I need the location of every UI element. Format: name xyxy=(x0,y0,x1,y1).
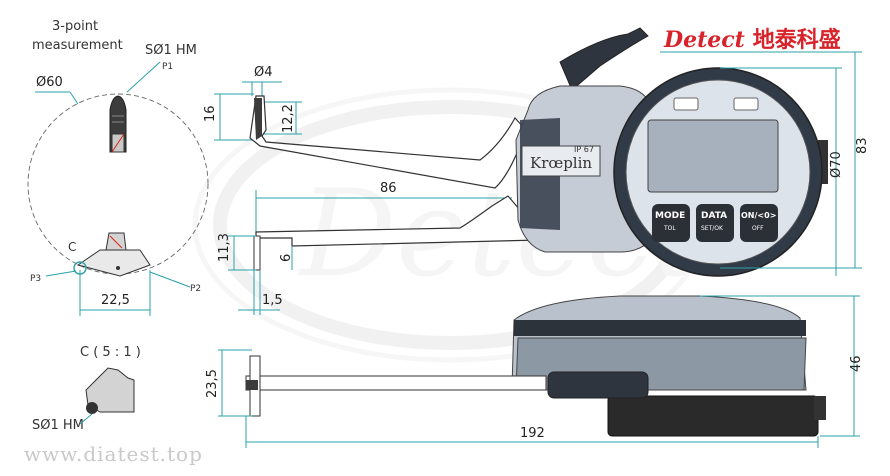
note-measurement: measurement xyxy=(32,38,123,53)
on-off-button-label: ON/<0> xyxy=(741,211,776,220)
brand-logo: Detect 地泰科盛 xyxy=(664,22,841,54)
dim-d22-5: 22,5 xyxy=(101,293,130,308)
mode-button[interactable] xyxy=(652,204,690,242)
brand-name: Detect xyxy=(664,27,745,53)
upper-arm xyxy=(249,95,527,189)
dim-d12-2: 12,2 xyxy=(281,104,296,133)
dim-d4: Ø4 xyxy=(254,65,273,80)
dim-d70: Ø70 xyxy=(829,151,844,178)
data-button-sub: SET/OK xyxy=(701,225,724,232)
ball-label-bottom: SØ1 HM xyxy=(32,418,84,433)
dim-d192: 192 xyxy=(520,426,545,441)
detail-marker-c: C xyxy=(68,240,76,254)
ball-label-top: SØ1 HM xyxy=(145,43,197,58)
upper-probe-tip xyxy=(109,95,127,153)
brand-name-cn: 地泰科盛 xyxy=(752,27,841,53)
gauge-ip-rating: IP 67 xyxy=(574,145,594,154)
gauge-lcd-display xyxy=(647,119,779,193)
dim-d46: 46 xyxy=(849,355,864,372)
dim-d60: Ø60 xyxy=(36,75,63,90)
mode-button-label: MODE xyxy=(655,211,685,221)
dim-d16: 16 xyxy=(203,105,218,122)
note-three-point: 3-point xyxy=(52,19,98,34)
gauge-housing xyxy=(515,27,828,253)
dim-d86: 86 xyxy=(380,181,397,196)
gauge-buttons: MODE TOL DATA SET/OK ON/<0> OFF xyxy=(652,204,778,242)
gauge-indicator-left xyxy=(673,97,699,111)
dim-d23-5: 23,5 xyxy=(205,369,220,398)
gauge-indicator-right xyxy=(733,97,759,111)
dim-d6: 6 xyxy=(279,254,294,262)
on-off-button-sub: OFF xyxy=(752,225,764,232)
side-view-housing xyxy=(511,295,826,437)
on-off-button[interactable] xyxy=(740,204,778,242)
lower-probe-tip xyxy=(73,232,151,277)
mode-button-sub: TOL xyxy=(663,225,676,232)
point-p3: P3 xyxy=(30,274,41,284)
detail-scale-label: C ( 5 : 1 ) xyxy=(80,345,141,360)
dim-d83: 83 xyxy=(855,137,870,154)
website-url: www.diatest.top xyxy=(24,442,203,466)
point-p2: P2 xyxy=(190,284,201,294)
side-view-arm xyxy=(245,355,547,417)
gauge-logo: Krœplin xyxy=(530,154,592,172)
data-button-label: DATA xyxy=(701,211,727,221)
data-button[interactable] xyxy=(696,204,734,242)
point-p1: P1 xyxy=(162,62,173,72)
detail-c-view xyxy=(85,367,135,414)
dim-d1-5: 1,5 xyxy=(262,293,283,308)
leader-p1 xyxy=(126,61,161,93)
dim-d11-3: 11,3 xyxy=(217,233,232,262)
measuring-circle xyxy=(27,93,209,275)
